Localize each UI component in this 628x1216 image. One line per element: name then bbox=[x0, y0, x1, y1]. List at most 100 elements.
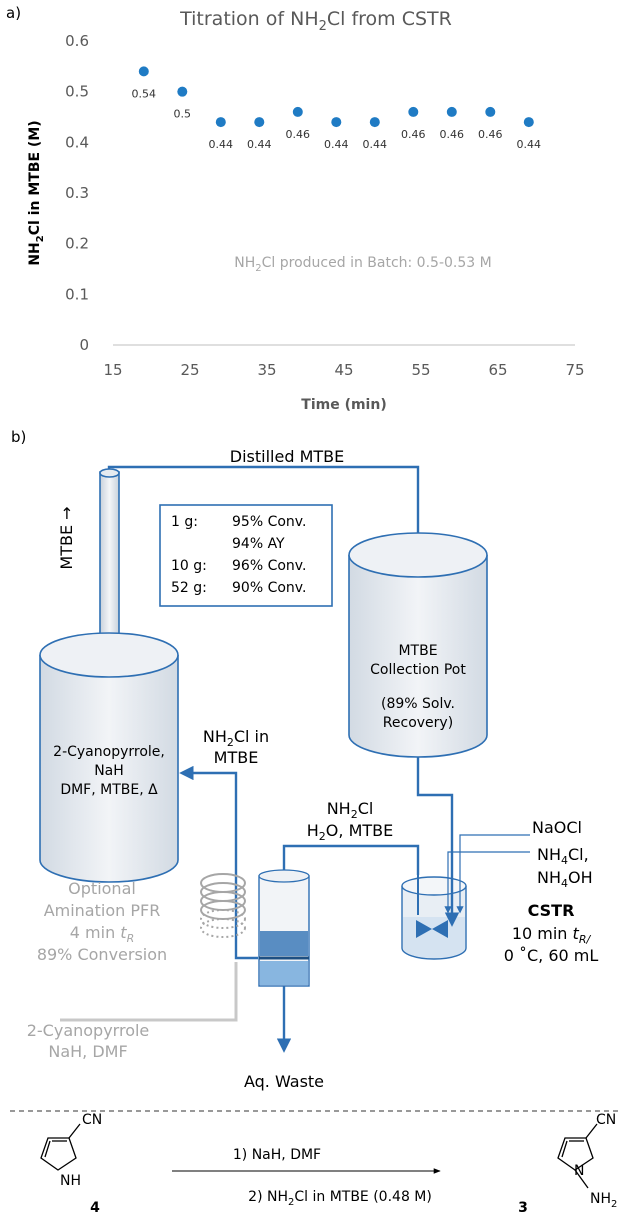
reagent-nh4cl: NH4Cl, bbox=[537, 845, 589, 867]
pyrrole-structure-4 bbox=[40, 1123, 81, 1171]
reactor-text: NaH bbox=[94, 763, 124, 779]
results-scale: 52 g: bbox=[171, 580, 207, 596]
stir-bar-icon bbox=[416, 920, 448, 938]
data-point bbox=[523, 117, 534, 128]
reagent-line-1 bbox=[456, 834, 530, 914]
y-tick-label: 0.6 bbox=[65, 32, 89, 50]
results-value: 95% Conv. bbox=[232, 514, 306, 530]
y-tick-label: 0.1 bbox=[65, 285, 89, 303]
data-label: 0.46 bbox=[286, 128, 311, 141]
flow-diagram: b) Distilled MTBE MTBE → 1 g: 95% Conv. … bbox=[11, 428, 598, 1091]
data-point bbox=[408, 106, 419, 117]
separator bbox=[258, 869, 310, 1053]
data-label: 0.44 bbox=[363, 138, 388, 151]
data-point bbox=[292, 106, 303, 117]
data-label: 0.46 bbox=[440, 128, 465, 141]
pyrrole-structure-3 bbox=[557, 1123, 598, 1189]
nh2cl-feed-label-line2: H2O, MTBE bbox=[307, 821, 393, 843]
data-label: 0.46 bbox=[401, 128, 426, 141]
y-axis-label: NH2Cl in MTBE (M) bbox=[27, 120, 46, 265]
collection-text: (89% Solv. bbox=[381, 696, 455, 712]
panel-label-b: b) bbox=[11, 428, 26, 446]
x-tick-label: 25 bbox=[180, 361, 199, 379]
y-tick-label: 0.5 bbox=[65, 83, 89, 101]
data-point bbox=[331, 117, 342, 128]
data-point bbox=[369, 117, 380, 128]
cstr-vessel bbox=[401, 834, 530, 960]
nh2cl-to-reactor-line bbox=[179, 765, 258, 960]
organic-layer bbox=[260, 931, 308, 956]
cstr-residence-time: 10 min tR/ bbox=[512, 924, 592, 946]
grey-feed-label: 2-Cyanopyrrole bbox=[27, 1021, 150, 1040]
collection-text: Collection Pot bbox=[370, 662, 466, 678]
x-tick-label: 35 bbox=[257, 361, 276, 379]
results-table bbox=[159, 504, 333, 607]
x-tick-label: 15 bbox=[103, 361, 122, 379]
x-tick-label: 75 bbox=[565, 361, 584, 379]
collection-text: MTBE bbox=[398, 643, 437, 659]
cstr-conditions: 0 ˚C, 60 mL bbox=[504, 946, 599, 965]
data-point bbox=[485, 106, 496, 117]
results-value: 90% Conv. bbox=[232, 580, 306, 596]
data-point bbox=[254, 117, 265, 128]
y-tick-label: 0 bbox=[79, 336, 89, 354]
pfr-label: Amination PFR bbox=[44, 901, 161, 920]
x-tick-label: 55 bbox=[411, 361, 430, 379]
data-label: 0.44 bbox=[324, 138, 349, 151]
data-label: 0.54 bbox=[132, 87, 157, 100]
cn-label: CN bbox=[596, 1112, 616, 1128]
step-1-label: 1) NaH, DMF bbox=[233, 1147, 321, 1163]
results-scale: 10 g: bbox=[171, 558, 207, 574]
column-top bbox=[99, 468, 120, 478]
reagent-line-2 bbox=[444, 851, 530, 914]
data-point bbox=[446, 106, 457, 117]
data-label: 0.46 bbox=[478, 128, 503, 141]
nh2-label: NH2 bbox=[590, 1191, 617, 1210]
data-label: 0.5 bbox=[174, 108, 192, 121]
data-point bbox=[215, 117, 226, 128]
nh2cl-in-label-line2: MTBE bbox=[214, 748, 259, 767]
reactor-text: DMF, MTBE, Δ bbox=[60, 782, 158, 798]
pfr-conversion: 89% Conversion bbox=[37, 945, 167, 964]
nh2cl-feed-label: NH2Cl bbox=[327, 799, 374, 821]
compound-label-4: 4 bbox=[90, 1200, 100, 1216]
results-value: 96% Conv. bbox=[232, 558, 306, 574]
mtbe-vertical-label: MTBE → bbox=[57, 506, 76, 569]
nh2cl-in-label: NH2Cl in bbox=[203, 727, 269, 749]
batch-annotation: NH2Cl produced in Batch: 0.5-0.53 M bbox=[234, 255, 491, 274]
data-point bbox=[138, 66, 149, 77]
n-label: N bbox=[574, 1163, 584, 1179]
data-label: 0.44 bbox=[517, 138, 542, 151]
aqueous-layer bbox=[260, 961, 308, 985]
reagent-nh4oh: NH4OH bbox=[537, 868, 593, 890]
y-tick-label: 0.2 bbox=[65, 235, 89, 253]
pfr-coil-icon bbox=[200, 873, 246, 938]
y-tick-label: 0.3 bbox=[65, 184, 89, 202]
reagent-naocl: NaOCl bbox=[532, 818, 582, 837]
distillation-column bbox=[99, 471, 120, 659]
x-tick-label: 65 bbox=[488, 361, 507, 379]
pot-to-cstr-line bbox=[416, 757, 454, 865]
data-label: 0.44 bbox=[247, 138, 272, 151]
results-value: 94% AY bbox=[232, 536, 285, 552]
reactor-text: 2-Cyanopyrrole, bbox=[53, 744, 165, 760]
collection-text: Recovery) bbox=[383, 715, 453, 731]
x-tick-labels: 15 25 35 45 55 65 75 bbox=[103, 361, 584, 379]
cstr-title: CSTR bbox=[528, 901, 575, 920]
collection-pot: MTBE Collection Pot (89% Solv. Recovery) bbox=[348, 532, 488, 758]
nh-label: NH bbox=[60, 1173, 81, 1189]
step-2-label: 2) NH2Cl in MTBE (0.48 M) bbox=[248, 1189, 432, 1208]
reaction-scheme: CN NH 4 1) NaH, DMF 2) NH2Cl in MTBE (0.… bbox=[40, 1112, 617, 1216]
results-scale: 1 g: bbox=[171, 514, 198, 530]
x-tick-label: 45 bbox=[334, 361, 353, 379]
data-label: 0.44 bbox=[209, 138, 234, 151]
compound-label-3: 3 bbox=[518, 1200, 528, 1216]
grey-feed-label: NaH, DMF bbox=[48, 1042, 127, 1061]
panel-label-a: a) bbox=[6, 4, 21, 22]
pfr-label: Optional bbox=[68, 879, 136, 898]
grey-feed-line bbox=[60, 962, 238, 1022]
cn-label: CN bbox=[82, 1112, 102, 1128]
results-rows: 1 g: 95% Conv. 94% AY 10 g: 96% Conv. 52… bbox=[171, 514, 306, 596]
